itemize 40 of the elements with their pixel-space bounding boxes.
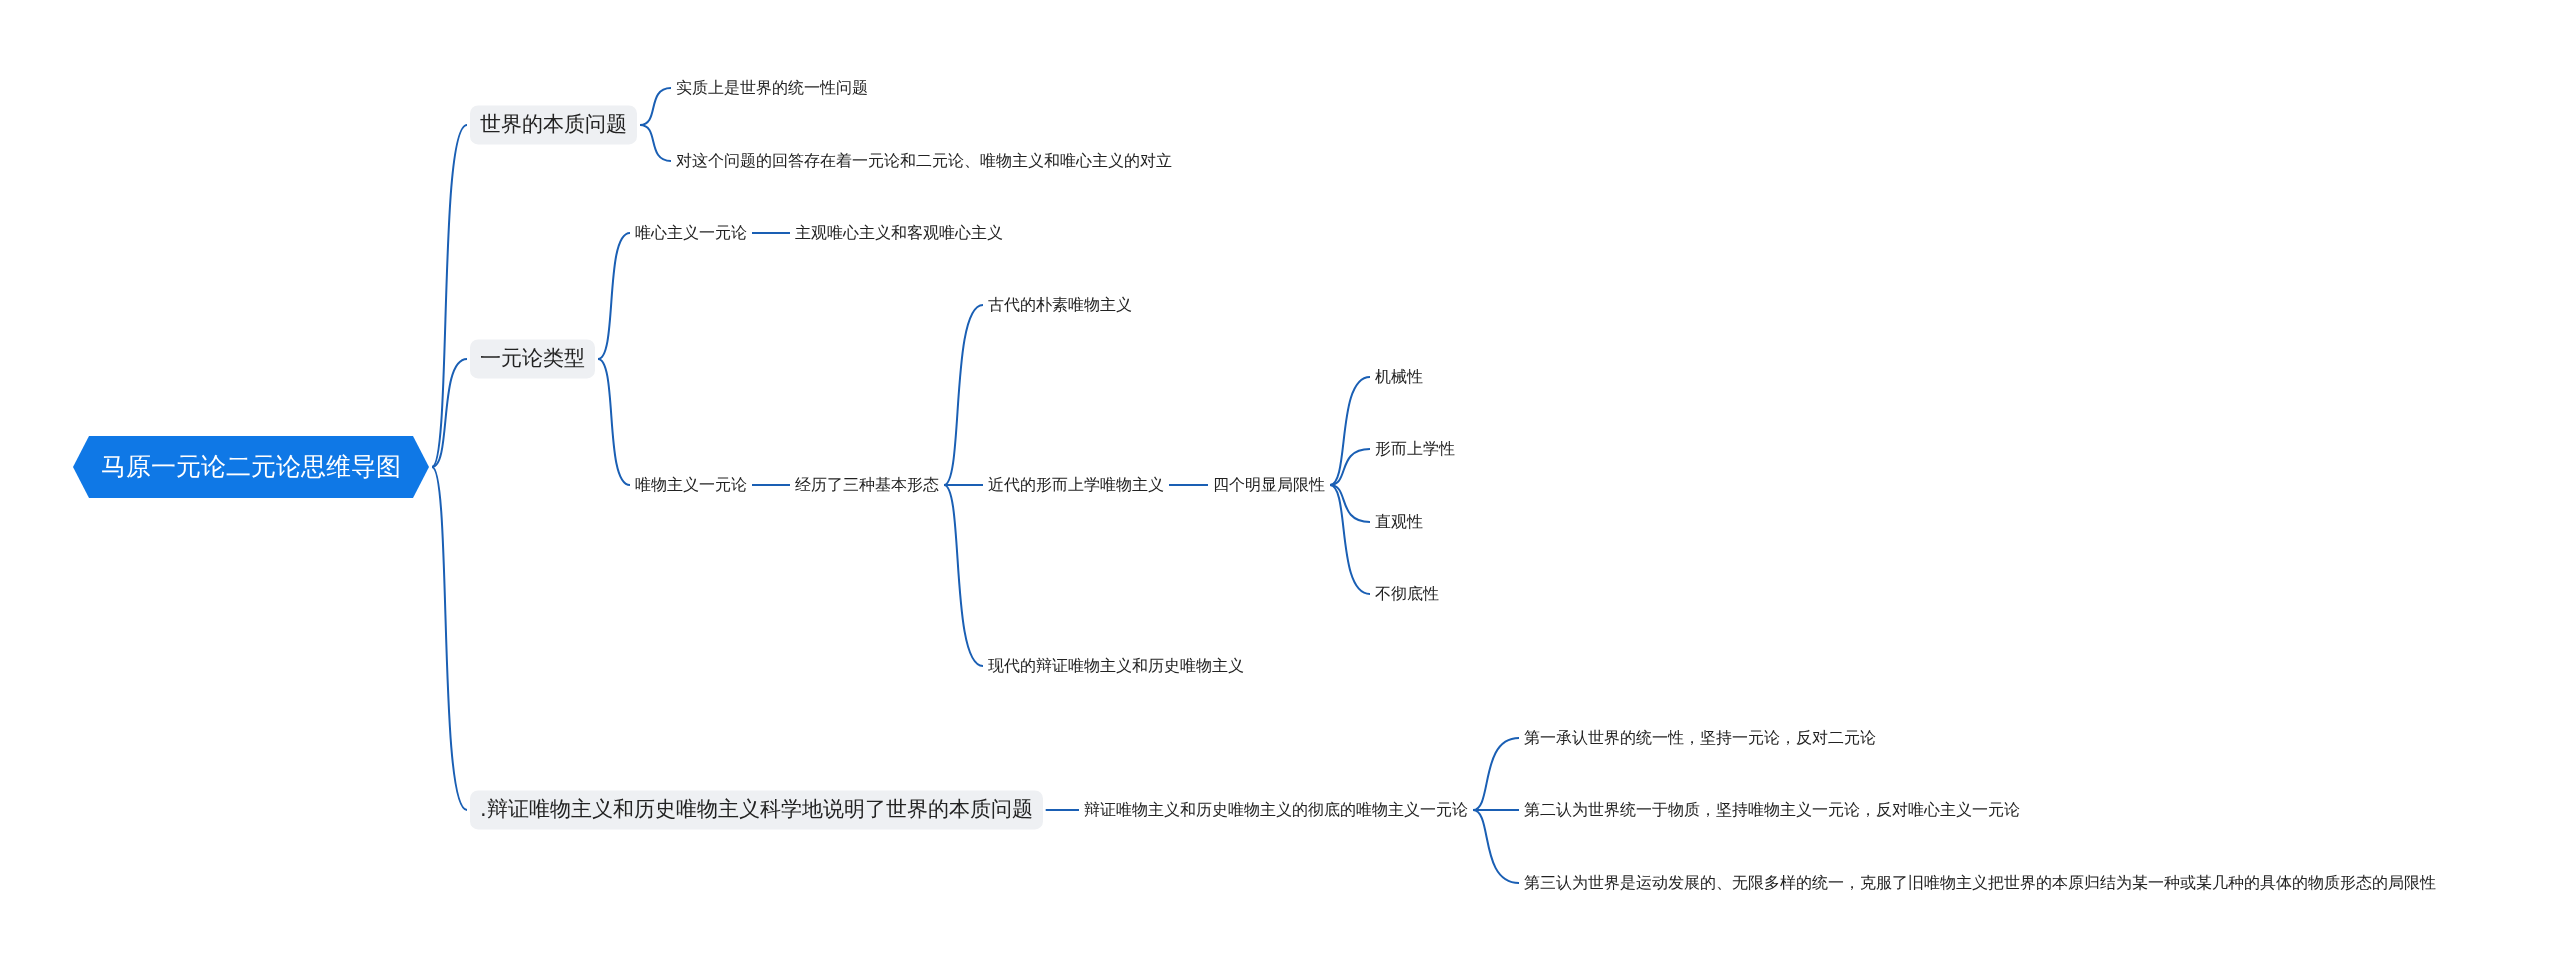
subtopic-text: 唯心主义一元论 <box>633 220 749 246</box>
connector-line <box>1329 376 1371 486</box>
subtopic-text: 四个明显局限性 <box>1211 472 1327 498</box>
subtopic-text: 机械性 <box>1373 364 1425 390</box>
main-topic: 世界的本质问题 <box>470 105 637 145</box>
connector-line <box>597 358 631 486</box>
connector-line <box>943 304 984 486</box>
connector-line <box>1168 484 1209 486</box>
subtopic-text: 现代的辩证唯物主义和历史唯物主义 <box>986 653 1246 679</box>
main-topic: .辩证唯物主义和历史唯物主义科学地说明了世界的本质问题 <box>470 790 1043 830</box>
connector-line <box>639 124 672 162</box>
connector-line <box>431 466 468 811</box>
subtopic-text: 不彻底性 <box>1373 581 1441 607</box>
subtopic-text: 直观性 <box>1373 509 1425 535</box>
connector-line <box>597 232 631 360</box>
connector-line <box>431 358 468 468</box>
subtopic-text: 形而上学性 <box>1373 436 1457 462</box>
subtopic-text: 第一承认世界的统一性，坚持一元论，反对二元论 <box>1522 725 1878 751</box>
subtopic-text: 近代的形而上学唯物主义 <box>986 472 1166 498</box>
connector-line <box>1472 737 1520 811</box>
subtopic-text: 唯物主义一元论 <box>633 472 749 498</box>
connector-line <box>1472 809 1520 884</box>
root-topic: 马原一元论二元论思维导图 <box>73 436 429 498</box>
connector-line <box>431 124 468 468</box>
subtopic-text: 主观唯心主义和客观唯心主义 <box>793 220 1005 246</box>
connector-line <box>751 484 791 486</box>
connector-line <box>943 484 984 486</box>
subtopic-text: 古代的朴素唯物主义 <box>986 292 1134 318</box>
subtopic-text: 对这个问题的回答存在着一元论和二元论、唯物主义和唯心主义的对立 <box>674 148 1174 174</box>
main-topic: 一元论类型 <box>470 339 595 379</box>
subtopic-text: 第三认为世界是运动发展的、无限多样的统一，克服了旧唯物主义把世界的本原归结为某一种或某几种的具体的物质形态的局限性 <box>1522 870 2438 896</box>
connector-line <box>1329 484 1371 595</box>
connector-line <box>1044 809 1080 811</box>
subtopic-text: 经历了三种基本形态 <box>793 472 941 498</box>
subtopic-text: 第二认为世界统一于物质，坚持唯物主义一元论，反对唯心主义一元论 <box>1522 797 2022 823</box>
connector-line <box>1329 484 1371 523</box>
connector-line <box>943 484 984 667</box>
subtopic-text: 辩证唯物主义和历史唯物主义的彻底的唯物主义一元论 <box>1082 797 1470 823</box>
connector-line <box>751 232 791 234</box>
subtopic-text: 实质上是世界的统一性问题 <box>674 75 870 101</box>
